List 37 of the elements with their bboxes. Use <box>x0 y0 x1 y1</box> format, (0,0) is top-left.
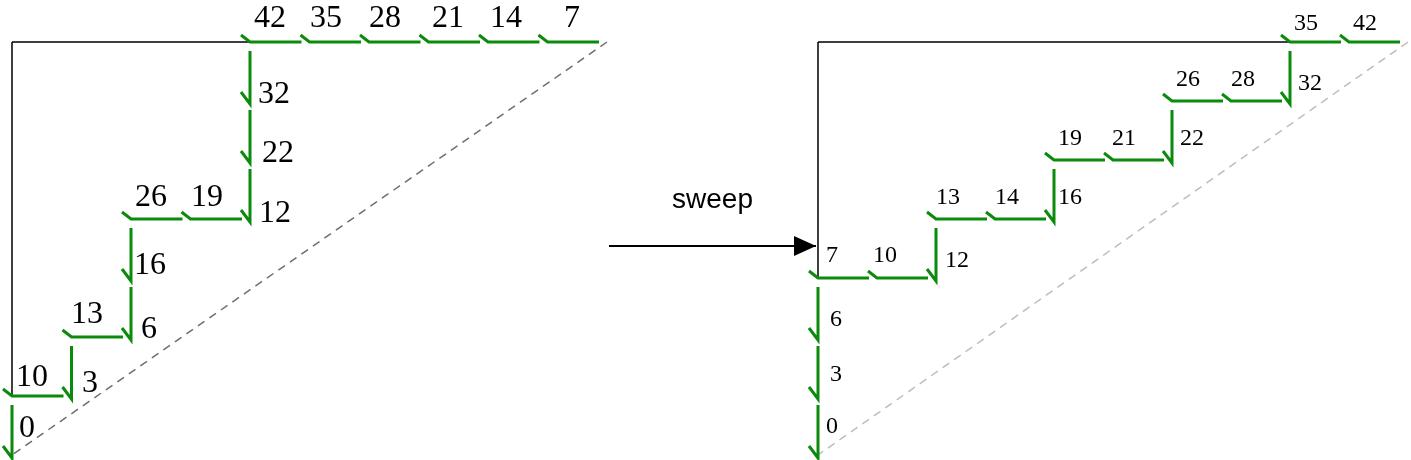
step-number: 13 <box>936 184 960 208</box>
step-number: 32 <box>1298 70 1322 94</box>
step-number: 19 <box>191 179 223 211</box>
step-number: 26 <box>1176 66 1200 90</box>
step-number: 3 <box>82 365 98 397</box>
step-number: 21 <box>432 0 464 32</box>
step-number: 42 <box>1353 10 1377 34</box>
step-number: 13 <box>71 296 103 328</box>
step-number: 22 <box>1180 125 1204 149</box>
triangle-outline <box>12 42 607 455</box>
step-number: 32 <box>258 76 290 108</box>
step-number: 12 <box>259 195 291 227</box>
step-number: 6 <box>141 311 157 343</box>
step-number: 35 <box>1294 10 1318 34</box>
arrow <box>608 236 817 256</box>
step-number: 6 <box>830 306 842 330</box>
step-number: 7 <box>826 242 838 266</box>
step-number: 14 <box>490 0 522 32</box>
step-number: 12 <box>945 247 969 271</box>
step-number: 10 <box>873 242 897 266</box>
step-number: 16 <box>1058 184 1082 208</box>
step-number: 0 <box>826 413 838 437</box>
step-number: 19 <box>1058 125 1082 149</box>
step-number: 22 <box>262 135 294 167</box>
step-number: 42 <box>254 0 286 32</box>
step-number: 7 <box>564 0 580 32</box>
step-number: 28 <box>1231 66 1255 90</box>
step-number: 26 <box>135 179 167 211</box>
step-number: 16 <box>134 247 166 279</box>
step-number: 28 <box>369 0 401 32</box>
step-number: 14 <box>995 184 1019 208</box>
step-number: 3 <box>830 361 842 385</box>
step-number: 0 <box>19 410 35 442</box>
step-number: 35 <box>310 0 342 32</box>
triangle-outline <box>818 42 1408 455</box>
step-number: 21 <box>1112 125 1136 149</box>
step-number: 10 <box>16 359 48 391</box>
